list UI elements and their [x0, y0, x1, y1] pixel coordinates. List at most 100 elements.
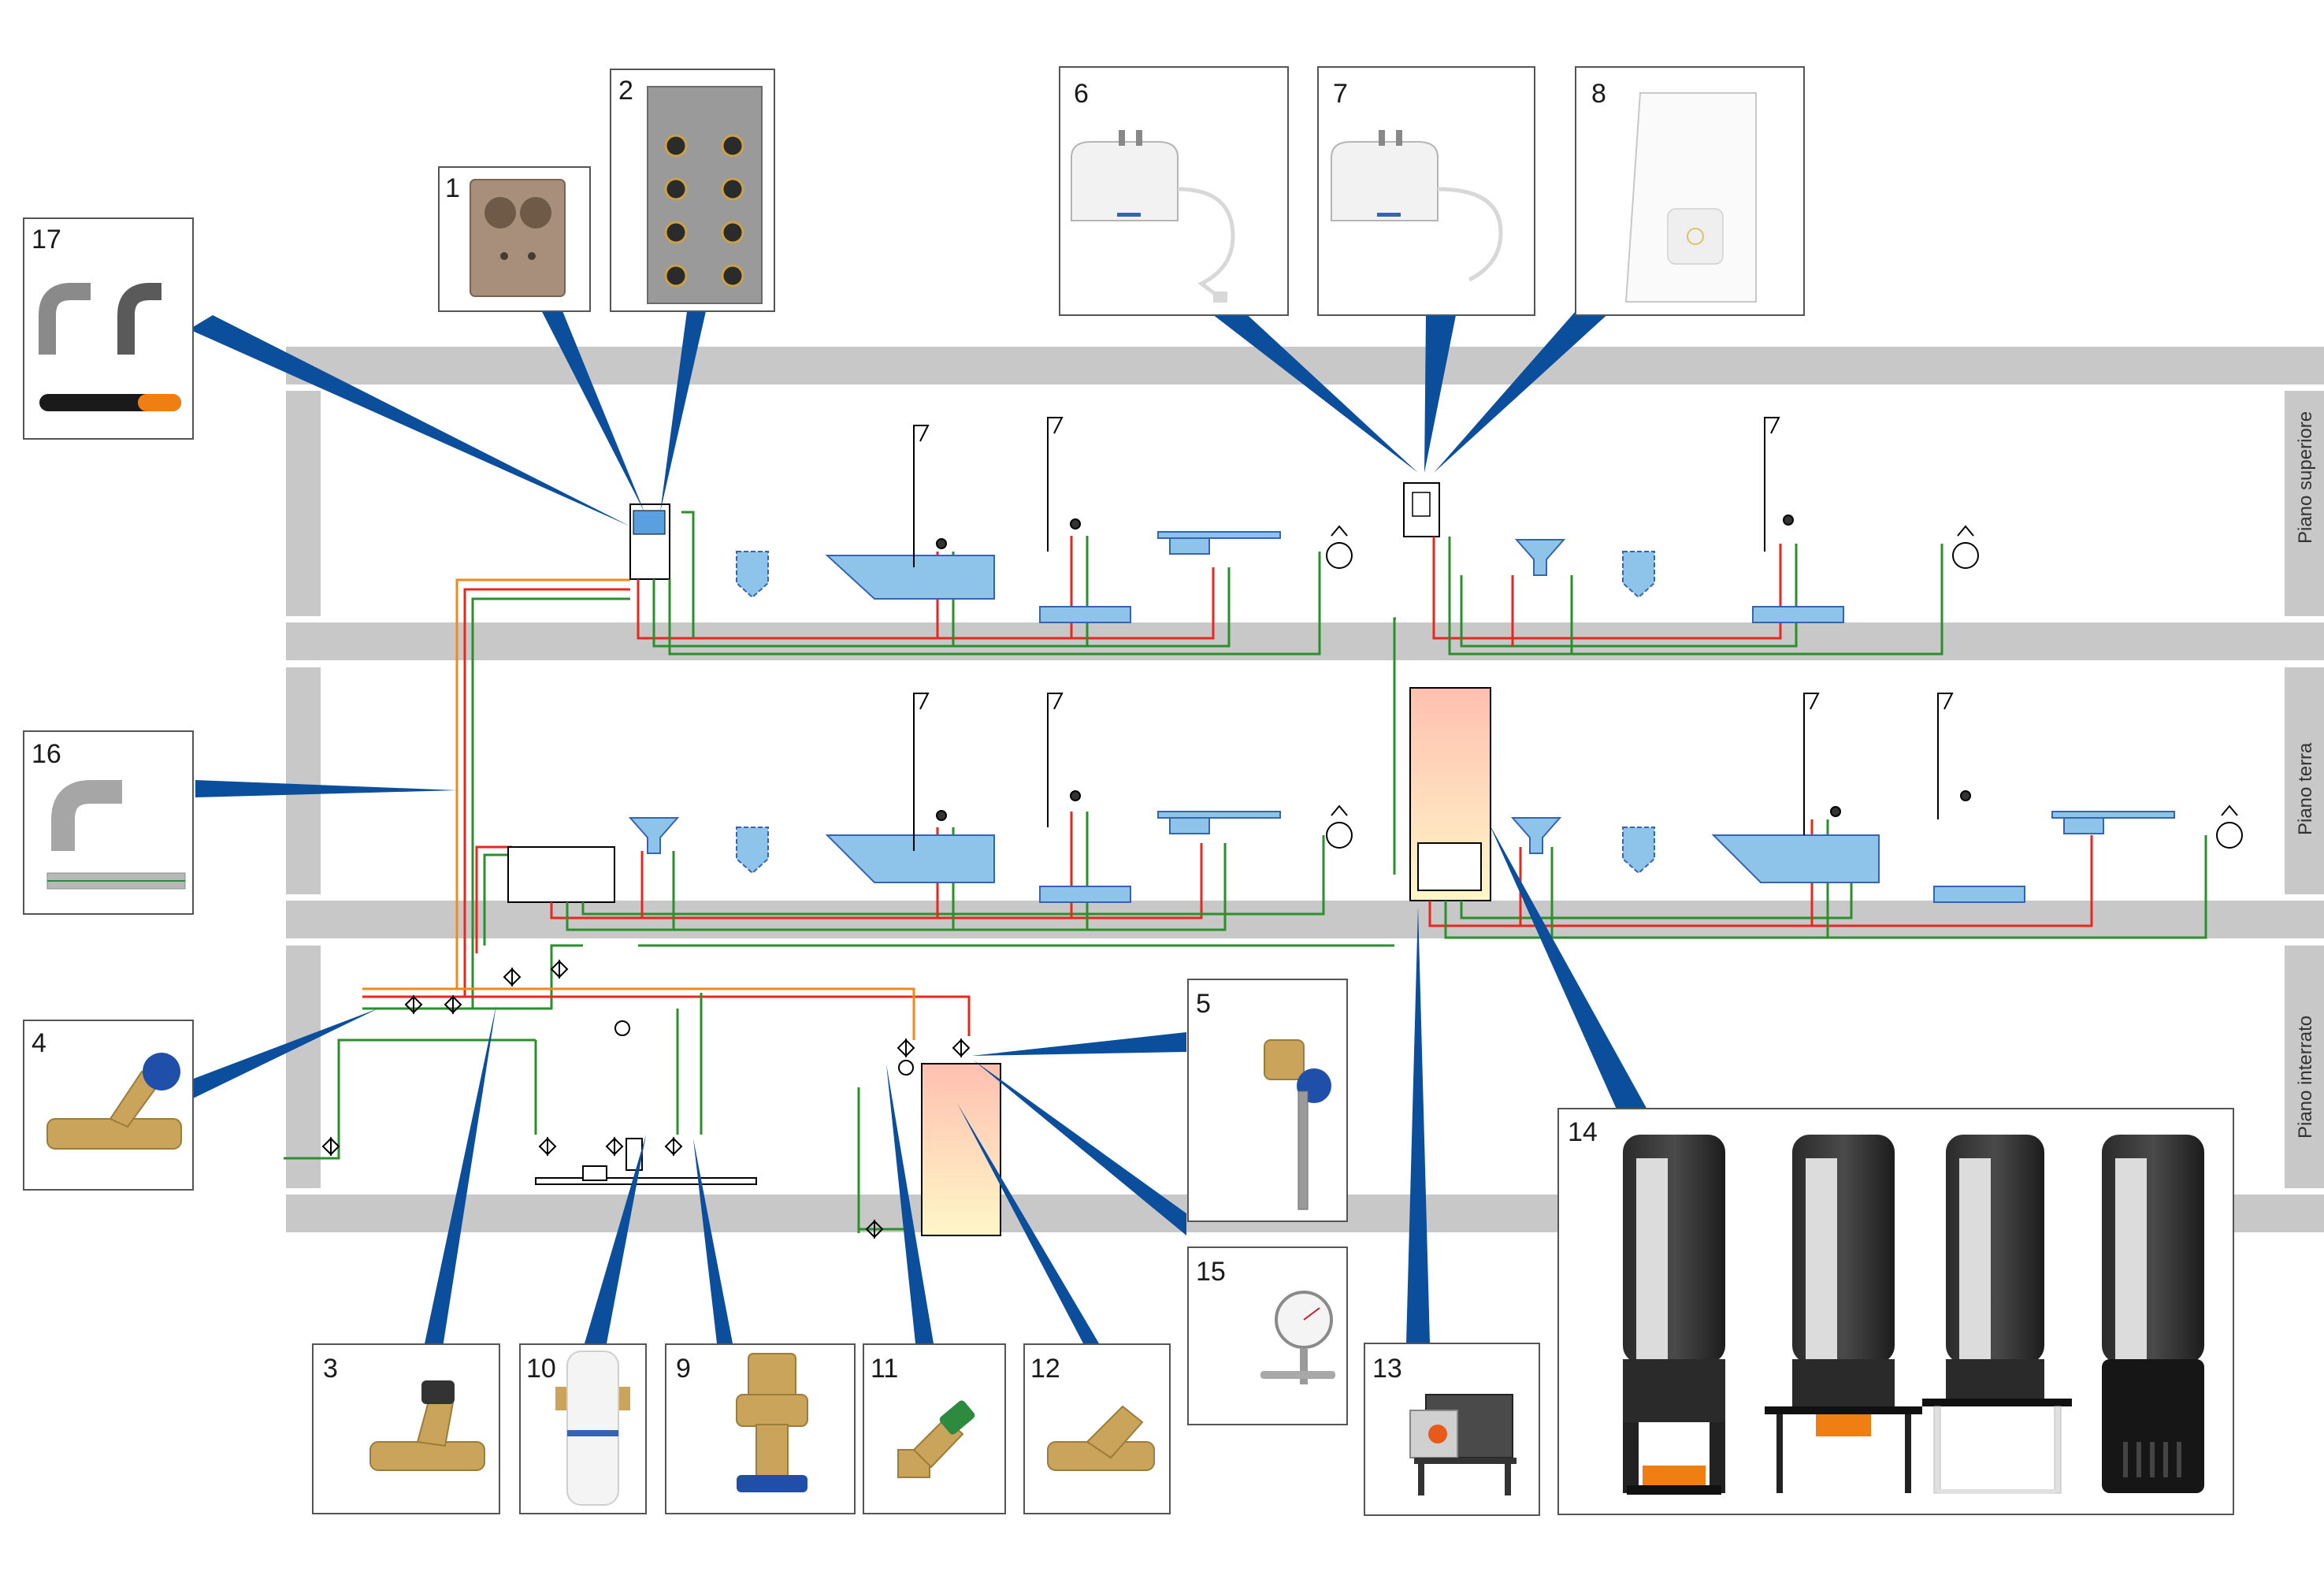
product-number-16: 16: [32, 739, 61, 769]
ground-right-washing-machine: [2216, 804, 2243, 849]
strainer-valve-icon: [1047, 1405, 1155, 1471]
upper-right-washing-machine: [1952, 525, 1979, 569]
ground-floor-slab: [286, 901, 2324, 938]
basement-hot-main: [362, 995, 971, 1036]
product-box-14: 14: [1557, 1108, 2234, 1515]
callout-pointers: [189, 299, 1648, 1347]
product-box-17: 17: [23, 217, 194, 440]
ground-right-cold-run: [1444, 835, 2207, 939]
upper-bathtub: [825, 555, 995, 600]
product-box-1: 1: [438, 166, 591, 312]
product-number-1: 1: [445, 173, 460, 203]
basement-distribution: [284, 1038, 536, 1160]
product-callouts: 17 1 2: [23, 66, 2234, 1516]
pointer-12: [957, 1103, 1099, 1343]
product-box-4: 4: [23, 1020, 194, 1191]
ground-right-shower-head-1: [1803, 693, 1841, 835]
instant-heater-display: [1412, 492, 1431, 517]
product-box-2: 2: [610, 69, 775, 312]
instant-water-heater-icon: [1624, 92, 1757, 303]
pointer-6: [1205, 309, 1418, 473]
pressure-gauge-symbol: [614, 1020, 630, 1036]
upper-cold-run-3: [681, 511, 695, 638]
product-box-16: 16: [23, 730, 194, 915]
upper-right-funnel: [1514, 539, 1566, 576]
right-wall-basement: [2285, 946, 2324, 1188]
ground-right-hot-run: [1428, 835, 2093, 927]
upper-right-cold-run: [1448, 537, 1943, 656]
ground-right-washbasin-bowl: [2063, 817, 2104, 834]
upper-washbasin: [1157, 531, 1281, 539]
instant-heater-symbol: [1403, 482, 1440, 537]
upper-cold-run-2: [668, 552, 1321, 656]
manifold-box-icon: [647, 86, 763, 304]
basement: [284, 944, 1394, 1239]
ground-right-washbasin: [2051, 811, 2175, 819]
water-meter-symbol: [582, 1165, 607, 1181]
compact-water-heater-icon: [1331, 130, 1503, 282]
product-number-10: 10: [526, 1354, 556, 1384]
water-filter-icon: [555, 1351, 630, 1506]
pointer-8: [1434, 311, 1611, 473]
product-number-13: 13: [1372, 1354, 1402, 1384]
basement-circulation-main: [362, 987, 915, 1040]
pointer-1: [536, 299, 644, 512]
riser-to-ground: [1393, 617, 1396, 875]
product-box-3: 3: [312, 1343, 500, 1514]
ground-right-wc-cistern: [1622, 827, 1655, 875]
ground-shower-head-2: [1047, 693, 1081, 827]
upper-right-shower-head: [1764, 417, 1794, 552]
pointer-9: [693, 1139, 733, 1343]
upper-hot-run: [637, 567, 1215, 640]
compact-water-heater-plug-icon: [1071, 130, 1235, 303]
product-number-9: 9: [676, 1354, 691, 1384]
product-number-2: 2: [618, 76, 633, 106]
pointer-4: [191, 1009, 378, 1099]
upper-cold-run-1: [652, 567, 1231, 648]
ground-washbasin-bowl: [1169, 817, 1210, 834]
angle-valve-probe-icon: [1264, 1039, 1331, 1210]
product-box-12: 12: [1023, 1343, 1171, 1514]
pointer-11: [886, 1064, 934, 1343]
press-fitting-pipe-icon: [46, 780, 186, 890]
pointer-3: [424, 1005, 496, 1347]
left-wall-ground: [286, 667, 321, 894]
storage-tank: [921, 1063, 1001, 1236]
cold-riser-ground: [483, 853, 512, 946]
circulation-riser: [455, 578, 630, 989]
product-number-17: 17: [32, 225, 61, 254]
ground-washing-machine: [1326, 804, 1353, 849]
ground-shower-head-1: [913, 693, 947, 851]
upper-shower-head-2: [1047, 417, 1081, 552]
pointer-5: [971, 1032, 1186, 1056]
upper-washing-machine: [1326, 525, 1353, 569]
ground-hot-run: [550, 843, 1203, 920]
floor-label-ground: Piano terra: [2295, 742, 2316, 835]
product-number-5: 5: [1196, 989, 1211, 1019]
upper-right-hot-run: [1432, 537, 1782, 640]
upper-wc-cistern: [736, 551, 769, 599]
ground-right-funnel: [1510, 817, 1562, 854]
floor-label-upper: Piano superiore: [2295, 411, 2316, 544]
hot-riser: [463, 588, 630, 997]
left-wall-basement: [286, 946, 321, 1188]
product-number-12: 12: [1030, 1354, 1060, 1384]
product-box-8: 8: [1575, 66, 1805, 316]
product-number-4: 4: [32, 1028, 46, 1058]
ground-wc-cistern: [736, 827, 769, 875]
circulation-pump: [898, 1060, 914, 1076]
basement-header-bar: [535, 1177, 757, 1185]
composite-pipe-elbow-icon: [39, 283, 181, 411]
ground-bathtub: [825, 834, 995, 883]
pointer-10: [585, 1135, 646, 1343]
circulation-valve-icon: [46, 1053, 182, 1150]
pointer-16: [195, 780, 457, 797]
product-number-11: 11: [871, 1354, 898, 1384]
product-box-13: 13: [1364, 1343, 1540, 1516]
product-number-3: 3: [323, 1354, 338, 1384]
basement-valves: [321, 959, 971, 1239]
flush-box-icon: [470, 179, 566, 297]
heat-pump-cylinder-icon: [1623, 1135, 2204, 1495]
balancing-valve-icon: [369, 1380, 485, 1471]
